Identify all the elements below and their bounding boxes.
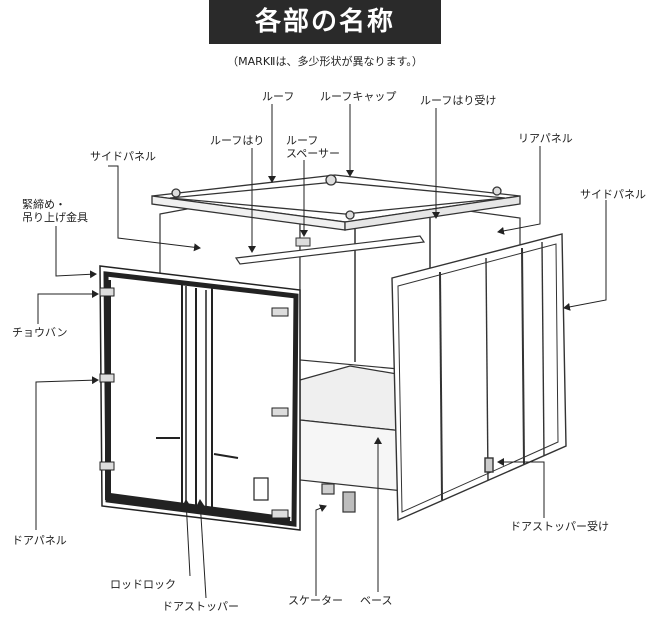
label-hinge: チョウバン	[12, 326, 68, 339]
roof-frame	[151, 174, 521, 231]
label-roof-beam-receiver: ルーフはり受け	[420, 94, 497, 107]
label-side-panel-right: サイドパネル	[580, 188, 646, 201]
subtitle: （MARKⅡは、多少形状が異なります。）	[227, 55, 423, 68]
label-door-panel: ドアパネル	[12, 534, 67, 547]
label-skater: スケーター	[288, 594, 343, 607]
roof-spacer	[295, 237, 311, 247]
label-door-stopper: ドアストッパー	[162, 600, 239, 613]
label-door-stopper-receiver: ドアストッパー受け	[510, 520, 609, 533]
label-roof-beam: ルーフはり	[210, 134, 265, 147]
title-banner: 各部の名称	[209, 0, 441, 44]
page-title: 各部の名称	[254, 7, 395, 37]
label-rod-lock: ロッドロック	[110, 578, 176, 591]
right-side-panel	[391, 233, 567, 522]
label-roof-spacer-2: スペーサー	[286, 147, 341, 160]
label-side-panel-left: サイドパネル	[90, 150, 156, 163]
door-panels	[99, 265, 301, 531]
roof-beam	[234, 235, 426, 265]
label-base: ベース	[360, 594, 393, 607]
label-roof-spacer-1: ルーフ	[286, 134, 319, 147]
label-roof: ルーフ	[262, 90, 295, 103]
label-rear-panel: リアパネル	[518, 132, 573, 145]
label-fastening-1: 緊締め・	[22, 198, 66, 211]
label-fastening-2: 吊り上げ金具	[22, 211, 88, 224]
leader-lines	[35, 104, 607, 599]
label-roof-cap: ルーフキャップ	[320, 90, 397, 103]
